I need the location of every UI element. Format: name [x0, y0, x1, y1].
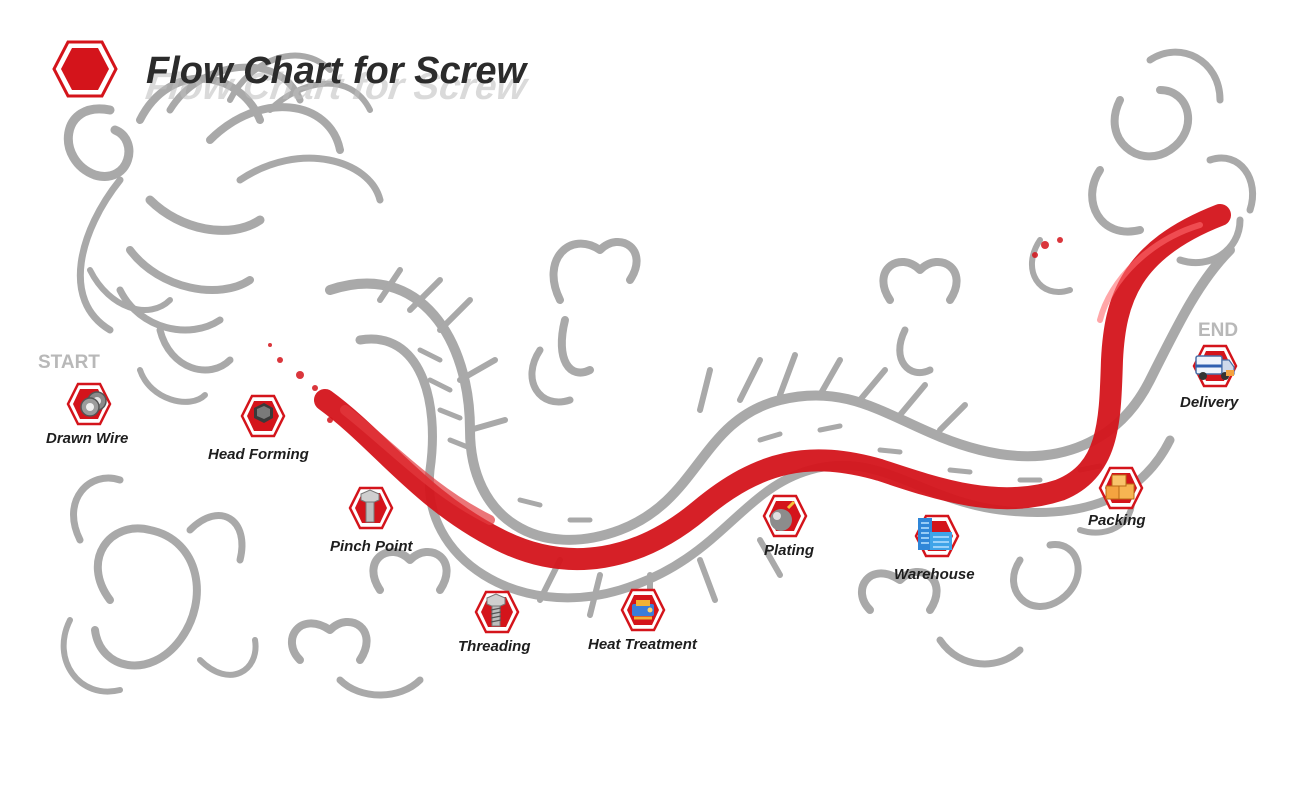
- plating-ball-icon: [762, 494, 808, 538]
- step-heat-treatment: Heat Treatment: [586, 588, 736, 668]
- threaded-screw-icon: [474, 590, 520, 634]
- step-label: Drawn Wire: [46, 430, 128, 447]
- screw-icon: [348, 486, 394, 530]
- step-label: Plating: [764, 542, 814, 559]
- step-drawn-wire: Drawn Wire: [44, 382, 194, 462]
- hexagon-icon: [52, 40, 118, 98]
- start-marker: START: [38, 352, 100, 374]
- title-text: Flow Chart for Screw: [146, 50, 526, 93]
- step-pinch-point: Pinch Point: [328, 486, 478, 566]
- step-label: Warehouse: [894, 566, 975, 583]
- step-label: Pinch Point: [330, 538, 413, 555]
- hex-bolt-head-icon: [240, 394, 286, 438]
- end-marker: END: [1198, 320, 1238, 342]
- step-head-forming: Head Forming: [206, 394, 356, 474]
- step-plating: Plating: [762, 494, 912, 574]
- boxes-icon: [1098, 466, 1144, 510]
- step-label: Threading: [458, 638, 531, 655]
- step-label: Packing: [1088, 512, 1146, 529]
- step-delivery: Delivery: [1178, 344, 1294, 424]
- wire-rolls-icon: [66, 382, 112, 426]
- furnace-icon: [620, 588, 666, 632]
- warehouse-building-icon: [914, 514, 960, 558]
- step-warehouse: Warehouse: [892, 514, 1042, 594]
- step-label: Heat Treatment: [588, 636, 697, 653]
- truck-icon: [1192, 344, 1238, 388]
- step-label: Head Forming: [208, 446, 309, 463]
- step-label: Delivery: [1180, 394, 1238, 411]
- step-packing: Packing: [1086, 466, 1236, 546]
- step-threading: Threading: [456, 590, 606, 670]
